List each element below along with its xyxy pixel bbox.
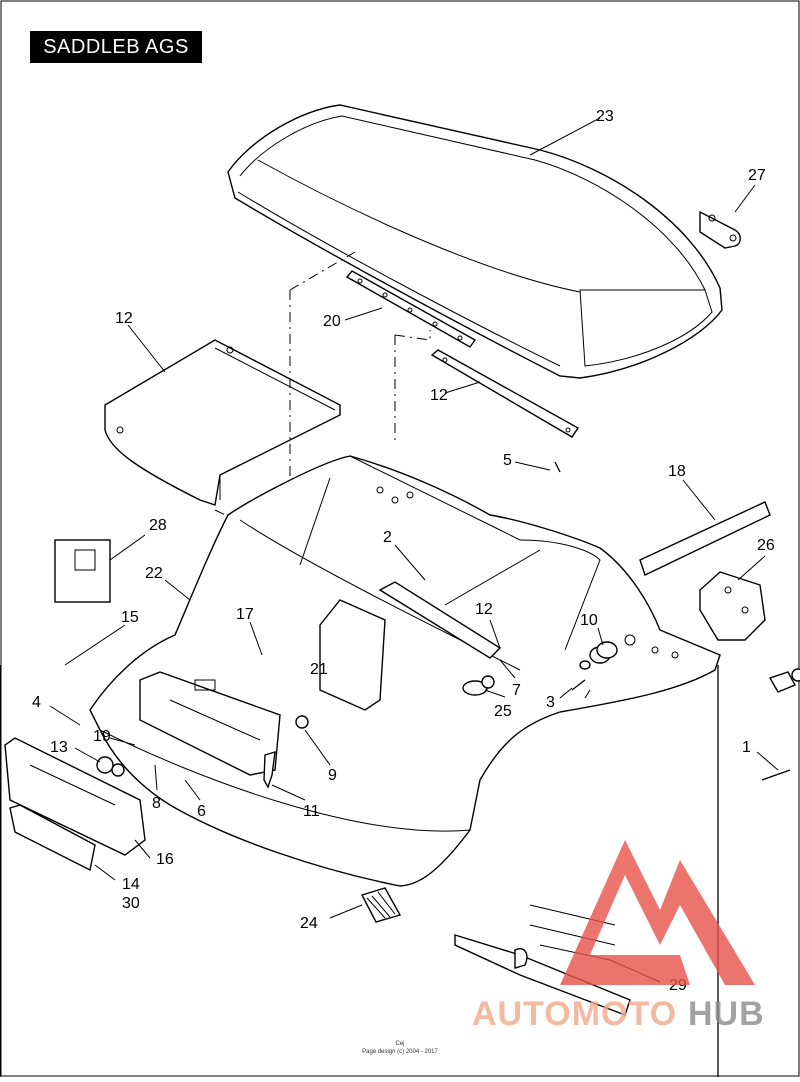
callout-28: 28 (149, 517, 167, 534)
latch-cover (4, 737, 146, 856)
watermark-triangle-icon (560, 840, 755, 985)
section-title: SADDLEB AGS (30, 31, 202, 63)
callout-7: 7 (512, 682, 521, 699)
callout-3: 3 (546, 694, 555, 711)
callout-8: 8 (152, 795, 161, 812)
hinge-bracket (699, 210, 741, 249)
mount-bracket (699, 571, 766, 641)
callout-17: 17 (236, 606, 254, 623)
callout-2: 2 (383, 529, 392, 546)
leader-lines (49, 117, 779, 983)
callout-13: 13 (50, 739, 68, 756)
callout-12-mid: 12 (430, 387, 448, 404)
tool-kit (454, 904, 631, 1016)
callout-18: 18 (668, 463, 686, 480)
callout-20: 20 (323, 313, 341, 330)
callout-19: 19 (93, 728, 111, 745)
callout-23: 23 (596, 108, 614, 125)
saddlebag-lid (227, 104, 723, 379)
callout-16: 16 (156, 851, 174, 868)
callout-6: 6 (197, 803, 206, 820)
release-lever (263, 751, 276, 789)
watermark-text-a: AUTOMOTO (472, 995, 677, 1033)
callout-25: 25 (494, 703, 512, 720)
retaining-strap (430, 349, 580, 438)
callout-1: 1 (742, 739, 751, 756)
callout-11: 11 (303, 803, 320, 820)
screw (554, 461, 561, 473)
callout-15: 15 (121, 609, 139, 626)
callout-24: 24 (300, 915, 318, 932)
key-lock (96, 756, 125, 777)
callout-21: 21 (310, 661, 328, 678)
side-latch (768, 668, 800, 693)
latch-assembly (139, 671, 281, 776)
callout-9: 9 (328, 767, 337, 784)
latch-knob (462, 675, 495, 696)
watermark-logo: AUTOMOTO HUB (472, 840, 765, 1033)
footer-line-2: Page design (c) 2004 - 2017 (362, 1049, 438, 1055)
bolt (571, 660, 591, 691)
saddlebag-body (89, 455, 721, 887)
callout-5: 5 (503, 452, 512, 469)
side-screw (761, 769, 791, 781)
grommet (589, 641, 618, 664)
callout-27: 27 (748, 167, 766, 184)
trim-strip (639, 501, 771, 576)
callout-26: 26 (757, 537, 775, 554)
callout-4: 4 (32, 694, 41, 711)
callout-14: 14 (122, 876, 140, 893)
hinge-strip (345, 270, 477, 348)
nut (295, 715, 309, 729)
rubber-grip (360, 887, 402, 923)
callout-30: 30 (122, 895, 140, 912)
liner-panel (104, 339, 341, 506)
info-label (54, 539, 111, 603)
watermark-text-b: HUB (688, 995, 765, 1033)
callout-22: 22 (145, 565, 163, 582)
callout-12-top: 12 (115, 310, 133, 327)
callout-10: 10 (580, 612, 598, 629)
inner-plate (319, 581, 502, 711)
callout-12-low: 12 (475, 601, 493, 618)
footer-line-1: Cej (395, 1041, 405, 1047)
latch-badge (9, 804, 96, 872)
